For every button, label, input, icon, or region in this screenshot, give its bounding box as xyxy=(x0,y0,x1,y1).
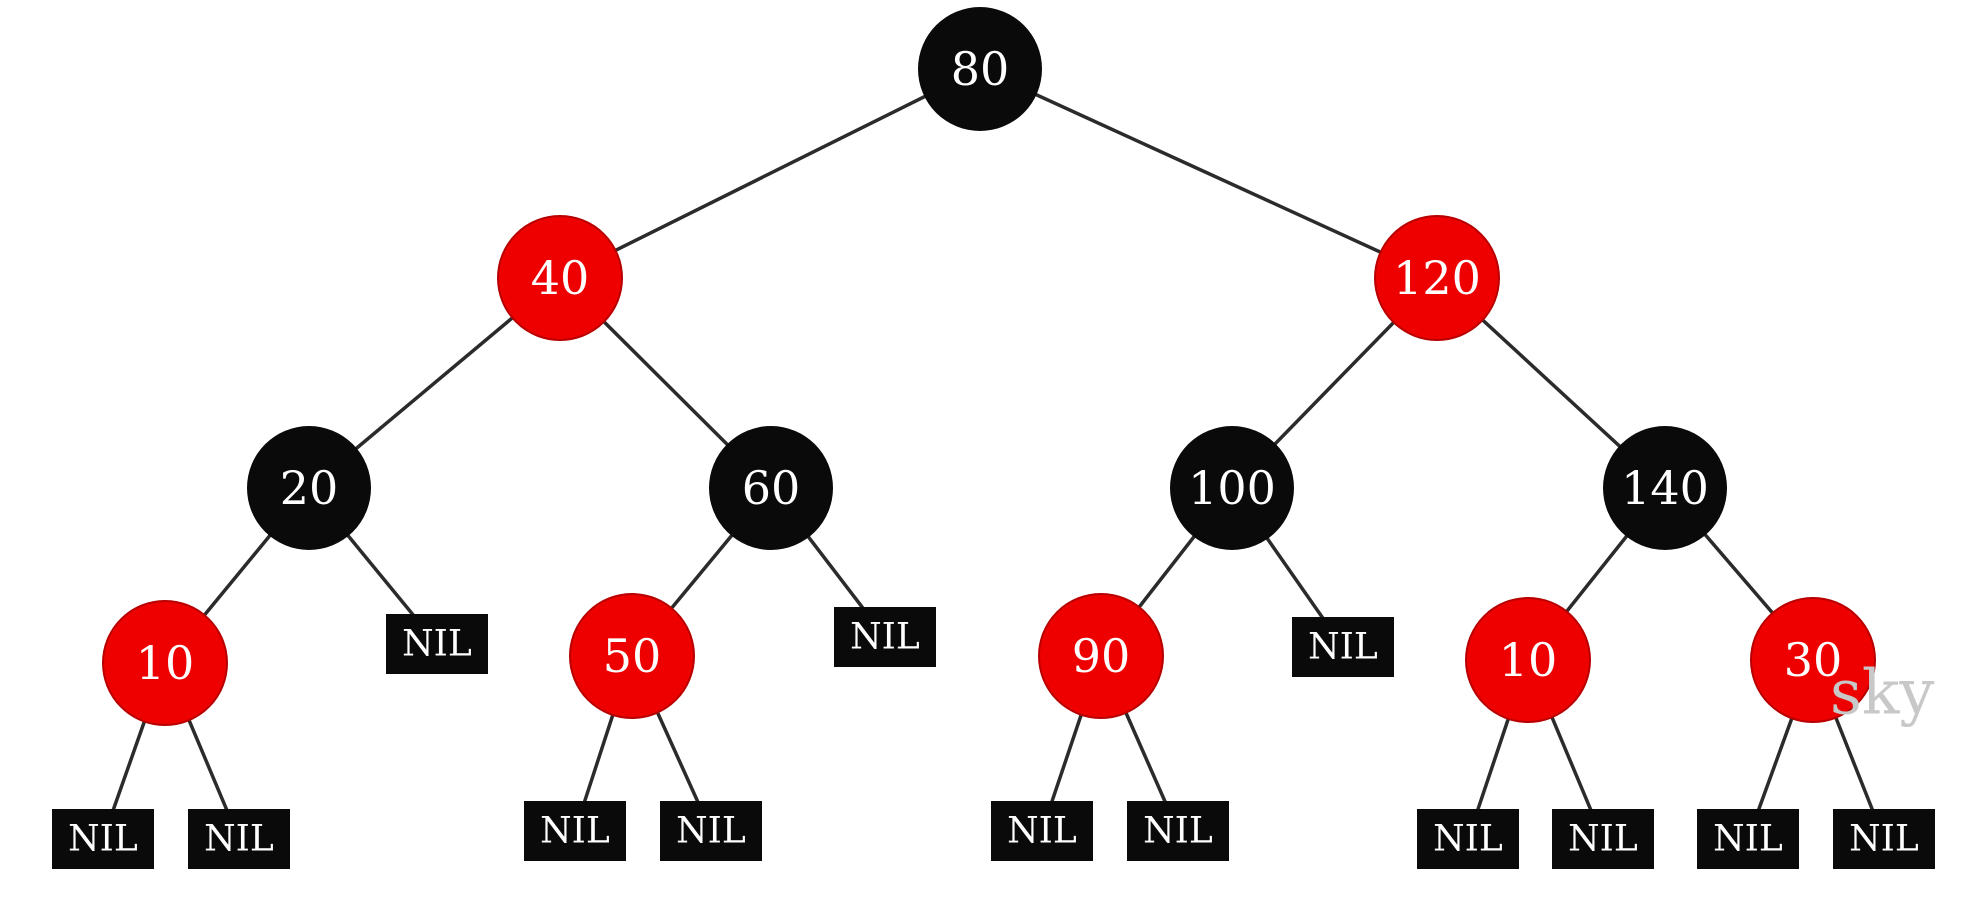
nil-box xyxy=(386,614,488,674)
nil-leaf-nil50l: NIL xyxy=(524,801,626,861)
node-circle-red xyxy=(1038,593,1164,719)
nil-box xyxy=(991,801,1093,861)
node-label: 60 xyxy=(742,461,801,515)
tree-node-n50: 50 xyxy=(569,593,695,719)
tree-node-n90: 90 xyxy=(1038,593,1164,719)
node-label: 10 xyxy=(1499,633,1558,687)
tree-node-n80: 80 xyxy=(918,7,1042,131)
node-label: 50 xyxy=(603,629,662,683)
node-label: 30 xyxy=(1784,633,1843,687)
nil-leaf-nil30r: NIL xyxy=(1833,809,1935,869)
nil-leaves-layer: NIL NIL NIL NIL NIL NIL NIL NIL NIL NIL NIL NIL NIL xyxy=(52,607,1935,869)
nil-label: NIL xyxy=(402,624,472,665)
nil-box xyxy=(52,809,154,869)
tree-node-n140: 140 xyxy=(1603,426,1727,550)
nil-label: NIL xyxy=(1568,819,1638,860)
nil-box xyxy=(524,801,626,861)
tree-node-n120: 120 xyxy=(1374,215,1500,341)
nil-box xyxy=(1417,809,1519,869)
tree-node-n10a: 10 xyxy=(102,600,228,726)
nil-label: NIL xyxy=(1713,819,1783,860)
edge-n80-n40 xyxy=(559,67,981,280)
nil-label: NIL xyxy=(1007,811,1077,852)
nil-label: NIL xyxy=(68,819,138,860)
nil-label: NIL xyxy=(204,819,274,860)
tree-node-n40: 40 xyxy=(497,215,623,341)
nil-box xyxy=(1127,801,1229,861)
node-circle-red xyxy=(1374,215,1500,341)
nil-box xyxy=(1697,809,1799,869)
node-circle-black xyxy=(247,426,371,550)
nil-leaf-nil10ar: NIL xyxy=(188,809,290,869)
nil-leaf-nil30l: NIL xyxy=(1697,809,1799,869)
edge-n80-n120 xyxy=(979,67,1438,280)
nil-box xyxy=(1833,809,1935,869)
nil-leaf-nil90l: NIL xyxy=(991,801,1093,861)
nodes-layer: 80 40 120 20 60 100 140 10 50 90 10 30 xyxy=(102,7,1876,726)
node-circle-red xyxy=(497,215,623,341)
nil-leaf-nil60r: NIL xyxy=(834,607,936,667)
node-circle-black xyxy=(1603,426,1727,550)
watermark-text: sky xyxy=(1830,656,1934,729)
tree-node-n20: 20 xyxy=(247,426,371,550)
node-circle-red xyxy=(1465,597,1591,723)
node-circle-red xyxy=(1750,597,1876,723)
node-label: 80 xyxy=(951,42,1010,96)
nil-label: NIL xyxy=(1849,819,1919,860)
nil-leaf-nil50r: NIL xyxy=(660,801,762,861)
nil-box xyxy=(1552,809,1654,869)
node-circle-red xyxy=(102,600,228,726)
nil-label: NIL xyxy=(676,811,746,852)
tree-node-n60: 60 xyxy=(709,426,833,550)
nil-leaf-nil10al: NIL xyxy=(52,809,154,869)
nil-label: NIL xyxy=(1433,819,1503,860)
node-circle-red xyxy=(569,593,695,719)
nil-label: NIL xyxy=(1143,811,1213,852)
nil-leaf-nil10bl: NIL xyxy=(1417,809,1519,869)
nil-leaf-nil90r: NIL xyxy=(1127,801,1229,861)
node-circle-black xyxy=(918,7,1042,131)
node-label: 140 xyxy=(1621,461,1709,515)
nil-box xyxy=(1292,617,1394,677)
nil-label: NIL xyxy=(540,811,610,852)
node-label: 10 xyxy=(136,636,195,690)
node-circle-black xyxy=(709,426,833,550)
nil-box xyxy=(660,801,762,861)
nil-leaf-nil20r: NIL xyxy=(386,614,488,674)
tree-node-n100: 100 xyxy=(1170,426,1294,550)
tree-node-n30: 30 xyxy=(1750,597,1876,723)
nil-box xyxy=(188,809,290,869)
tree-node-n10b: 10 xyxy=(1465,597,1591,723)
node-label: 20 xyxy=(280,461,339,515)
node-circle-black xyxy=(1170,426,1294,550)
node-label: 120 xyxy=(1393,251,1481,305)
node-label: 90 xyxy=(1072,629,1131,683)
nil-label: NIL xyxy=(1308,627,1378,668)
nil-leaf-nil10br: NIL xyxy=(1552,809,1654,869)
node-label: 100 xyxy=(1188,461,1276,515)
node-label: 40 xyxy=(531,251,590,305)
nil-box xyxy=(834,607,936,667)
nil-leaf-nil100r: NIL xyxy=(1292,617,1394,677)
nil-label: NIL xyxy=(850,617,920,658)
